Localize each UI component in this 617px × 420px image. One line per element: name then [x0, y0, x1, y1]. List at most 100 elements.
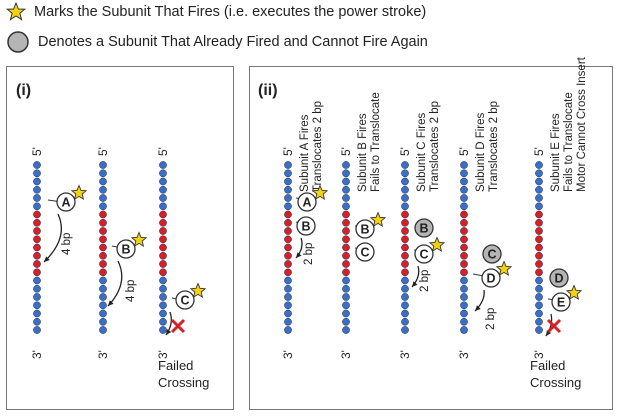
blue-bead	[284, 194, 292, 202]
dna-strand	[460, 161, 468, 334]
subunit-letter: B	[121, 243, 130, 257]
red-bead	[401, 260, 409, 268]
blue-bead	[460, 177, 468, 186]
three-prime-label: 3'	[30, 350, 44, 359]
blue-bead	[342, 317, 350, 326]
red-bead	[159, 268, 167, 277]
subunit-letter: A	[61, 196, 70, 210]
blue-bead	[342, 169, 350, 178]
red-bead	[342, 268, 350, 277]
blue-bead	[284, 293, 292, 301]
three-prime-label: 3'	[156, 350, 170, 359]
subunit-letter: B	[301, 220, 310, 234]
blue-bead	[99, 309, 107, 318]
arrow-label: 2 bp	[303, 243, 315, 265]
star-icon	[189, 282, 207, 299]
dna-strand	[401, 161, 409, 334]
blue-bead	[401, 185, 409, 194]
blue-bead	[535, 177, 543, 186]
blue-bead	[159, 194, 167, 202]
red-bead	[401, 268, 409, 277]
red-bead	[401, 235, 409, 244]
blue-bead	[33, 293, 41, 301]
legend-fire-row: Marks the Subunit That Fires (i.e. execu…	[6, 2, 426, 22]
arrowhead	[475, 305, 481, 311]
five-prime-label: 5'	[281, 147, 295, 156]
subunit-e	[551, 292, 571, 312]
red-bead	[460, 260, 468, 268]
dna-strand	[342, 161, 350, 334]
blue-bead	[99, 185, 107, 194]
step-caption: Fails to Translocate	[370, 92, 382, 192]
blue-bead	[401, 326, 409, 334]
subunit-b-fired	[414, 218, 434, 238]
blue-bead	[460, 194, 468, 202]
blue-bead	[401, 317, 409, 326]
red-bead	[342, 210, 350, 219]
red-bead	[401, 210, 409, 219]
three-prime-label: 3'	[339, 350, 353, 359]
red-bead	[284, 235, 292, 244]
blue-bead	[342, 301, 350, 310]
step-caption: Subunit D Fires	[475, 112, 487, 192]
subunit-letter: A	[302, 196, 311, 210]
three-prime-label: 3'	[457, 350, 471, 359]
blue-bead	[535, 284, 543, 293]
blue-bead	[342, 177, 350, 186]
blue-bead	[535, 293, 543, 301]
red-bead	[342, 227, 350, 235]
star-icon	[6, 2, 26, 21]
gray-circle-icon	[7, 31, 29, 53]
arrowhead	[546, 330, 552, 336]
blue-bead	[159, 293, 167, 301]
blue-bead	[460, 202, 468, 211]
failed-x-icon	[170, 318, 186, 334]
dna-strand	[159, 161, 167, 334]
blue-bead	[99, 169, 107, 178]
blue-bead	[342, 284, 350, 293]
red-bead	[342, 251, 350, 260]
blue-bead	[159, 309, 167, 318]
blue-bead	[535, 317, 543, 326]
blue-bead	[99, 293, 107, 301]
red-bead	[401, 243, 409, 252]
blue-bead	[401, 293, 409, 301]
red-bead	[535, 235, 543, 244]
subunit-d	[481, 268, 501, 288]
blue-bead	[401, 177, 409, 186]
subunit-letter: B	[360, 223, 369, 237]
blue-bead	[159, 177, 167, 186]
blue-bead	[401, 284, 409, 293]
dna-strand	[99, 161, 107, 334]
legend-fired-text: Denotes a Subunit That Already Fired and…	[38, 34, 428, 50]
star-icon	[495, 260, 513, 277]
red-bead	[460, 243, 468, 252]
red-bead	[342, 235, 350, 244]
star-icon	[311, 184, 329, 201]
red-bead	[99, 218, 107, 227]
blue-bead	[33, 301, 41, 310]
subunit-a	[297, 192, 317, 212]
three-prime-label: 3'	[532, 350, 546, 359]
arrowhead	[44, 256, 50, 262]
blue-bead	[159, 169, 167, 178]
blue-bead	[99, 301, 107, 310]
blue-bead	[99, 326, 107, 334]
blue-bead	[284, 317, 292, 326]
red-bead	[99, 251, 107, 260]
subunit-c	[414, 244, 434, 264]
three-prime-label: 3'	[398, 350, 412, 359]
red-bead	[401, 227, 409, 235]
arrowhead	[166, 329, 172, 335]
red-bead	[284, 227, 292, 235]
red-bead	[535, 251, 543, 260]
step-caption: Subunit E Fires	[550, 113, 562, 192]
red-bead	[33, 227, 41, 235]
star-icon	[369, 211, 387, 228]
blue-bead	[33, 202, 41, 211]
subunit-b	[296, 216, 316, 236]
subunit-b	[116, 239, 136, 259]
blue-bead	[535, 161, 543, 169]
arrowhead	[296, 252, 302, 258]
dna-strand	[33, 161, 41, 334]
